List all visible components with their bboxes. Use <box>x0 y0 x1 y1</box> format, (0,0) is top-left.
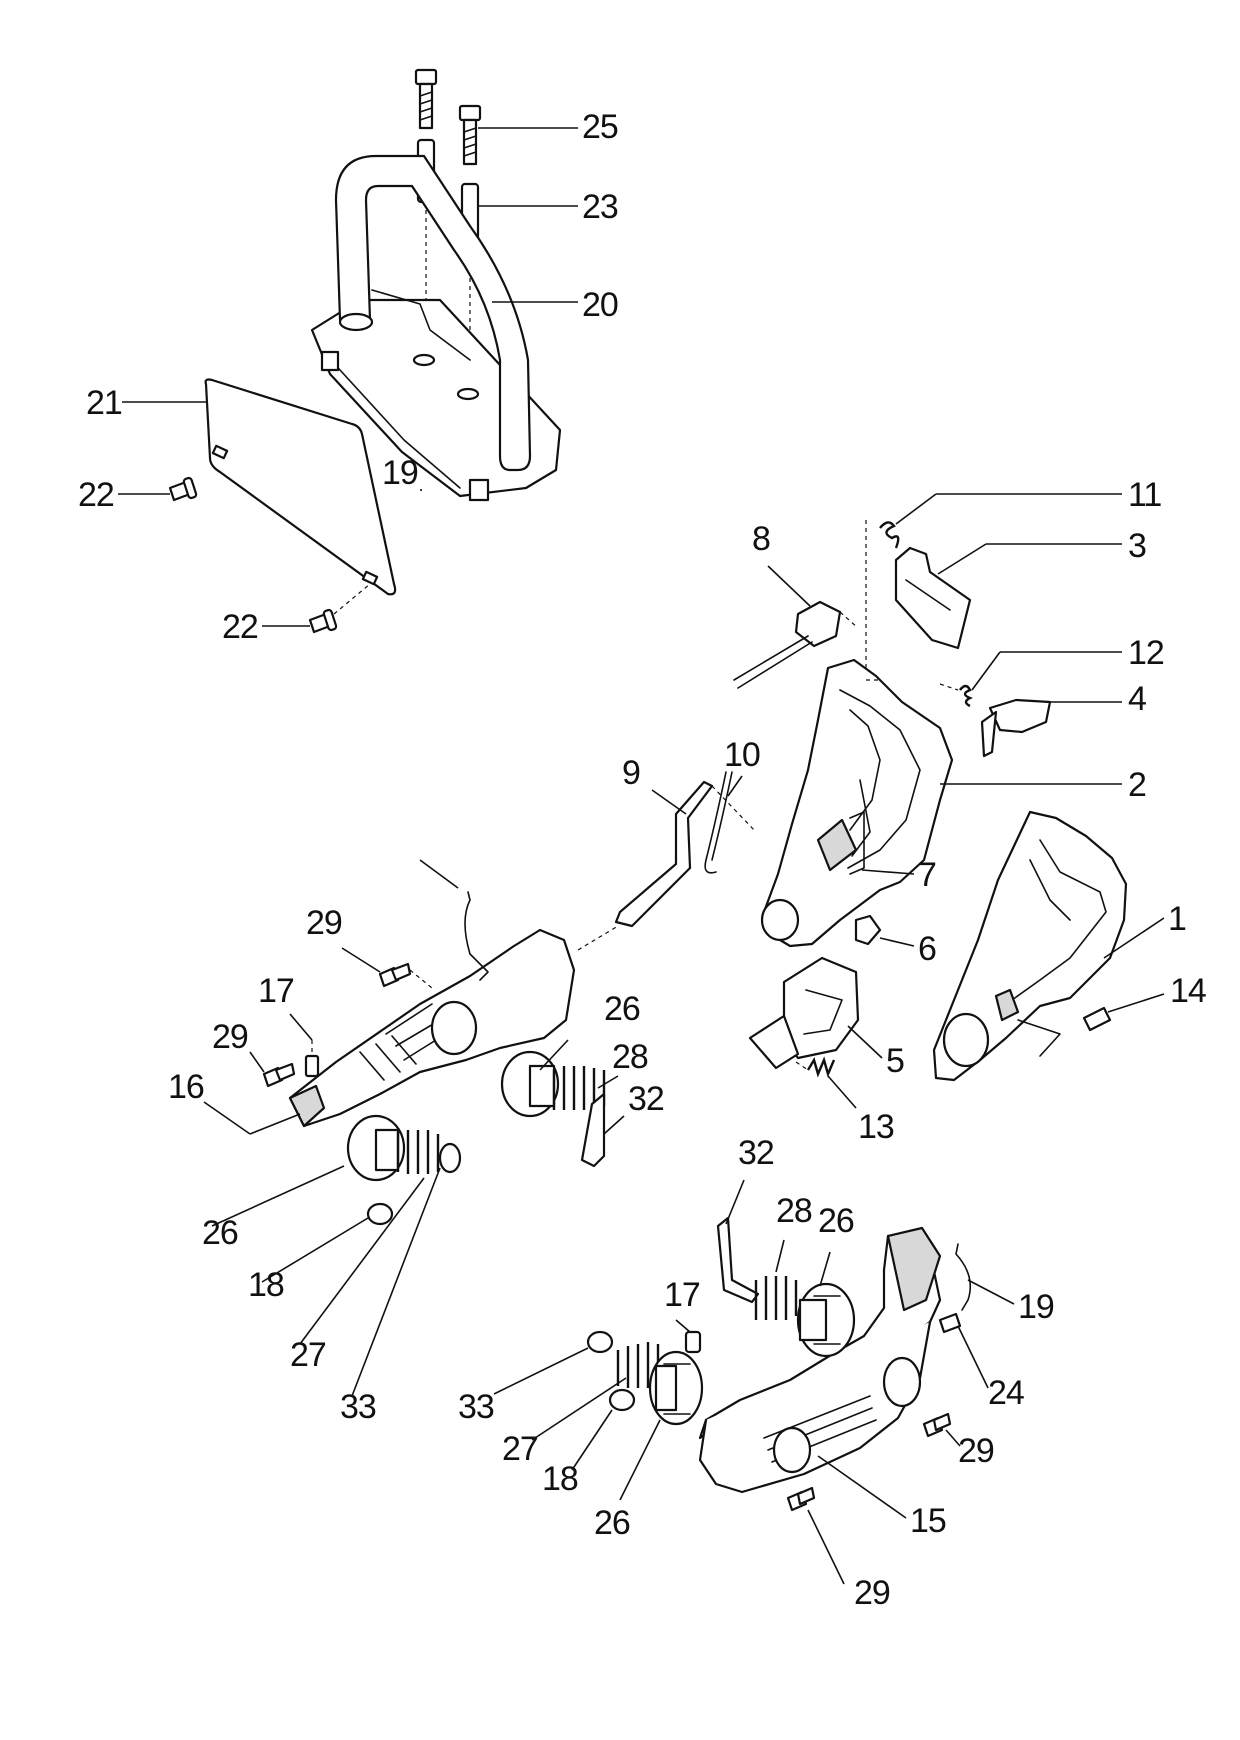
callout-28: 28 <box>776 1192 812 1230</box>
callout-11: 11 <box>1128 476 1161 514</box>
screw-29-left <box>249 1051 296 1088</box>
callout-8: 8 <box>752 520 770 558</box>
callout-27: 27 <box>502 1430 538 1468</box>
callout-20: 20 <box>582 286 618 324</box>
callout-24: 24 <box>988 1374 1024 1412</box>
callout-3: 3 <box>1128 527 1146 565</box>
callout-2: 2 <box>1128 766 1146 804</box>
callout-5: 5 <box>886 1042 904 1080</box>
callout-18: 18 <box>248 1266 284 1304</box>
callout-33: 33 <box>340 1388 376 1426</box>
nut-18-lower <box>571 1388 636 1471</box>
spring-12 <box>939 651 1122 708</box>
spring-13 <box>795 1056 857 1109</box>
pin-17-lower <box>675 1319 702 1354</box>
spring-27-left <box>299 1130 440 1345</box>
bracket-32-lower <box>716 1179 760 1304</box>
button-6 <box>854 914 915 947</box>
front-handle-bar <box>310 68 578 502</box>
callout-1: 1 <box>1168 900 1186 938</box>
callout-32: 32 <box>738 1134 774 1172</box>
callout-14: 14 <box>1170 972 1206 1010</box>
callout-19: 19 <box>382 454 418 492</box>
cover-plate-21 <box>122 378 397 596</box>
frame-16 <box>203 925 619 1135</box>
screw-29-lower-right <box>922 1412 961 1447</box>
callout-29: 29 <box>306 904 342 942</box>
handle-cover-1 <box>932 810 1165 1082</box>
callout-26: 26 <box>594 1504 630 1542</box>
switch-8 <box>733 565 859 689</box>
callout-25: 25 <box>582 108 618 146</box>
callout-32: 32 <box>628 1080 664 1118</box>
callout-22: 22 <box>222 608 258 646</box>
callout-19: 19 <box>1018 1288 1054 1326</box>
callout-labels: 25 23 20 21 22 22 11 3 8 12 4 9 10 2 19 7 1 29 6 14 17 26 29 28… <box>78 108 1207 1612</box>
bolt-25-right <box>458 104 482 166</box>
spring-28-lower <box>754 1239 798 1320</box>
nut-18-left <box>261 1202 394 1283</box>
callout-17: 17 <box>664 1276 700 1314</box>
throttle-trigger-4 <box>980 698 1122 758</box>
rod-10 <box>704 771 743 874</box>
callout-29: 29 <box>854 1574 890 1612</box>
trigger-5 <box>748 956 883 1070</box>
screw-22-lower <box>262 583 371 634</box>
spring-28-upper <box>552 1066 619 1110</box>
callout-17: 17 <box>258 972 294 1010</box>
callout-26: 26 <box>818 1202 854 1240</box>
clip-19-lower <box>955 1243 1015 1311</box>
screw-14 <box>1082 993 1165 1032</box>
callout-22: 22 <box>78 476 114 514</box>
throttle-rod-9 <box>614 780 757 928</box>
handle-housing-2 <box>760 658 1122 948</box>
callout-13: 13 <box>858 1108 894 1146</box>
callout-16: 16 <box>168 1068 204 1106</box>
callout-9: 9 <box>622 754 640 792</box>
washer-33-lower <box>493 1330 614 1395</box>
callout-26: 26 <box>604 990 640 1028</box>
callout-4: 4 <box>1128 680 1146 718</box>
damper-26-bottom <box>619 1350 704 1501</box>
screw-29-upper <box>341 947 433 989</box>
callout-7: 7 <box>918 856 936 894</box>
callout-23: 23 <box>582 188 618 226</box>
damper-26-upper <box>500 1039 569 1118</box>
spring-27-lower <box>531 1342 660 1441</box>
callout-12: 12 <box>1128 634 1164 672</box>
callout-29: 29 <box>958 1432 994 1470</box>
washer-33-left <box>351 1142 462 1397</box>
spring-11 <box>865 493 1122 680</box>
callout-26: 26 <box>202 1214 238 1252</box>
screw-24 <box>938 1312 989 1389</box>
callout-10: 10 <box>724 736 760 774</box>
screw-22-upper <box>118 476 198 502</box>
damper-26-lower-right <box>796 1251 856 1358</box>
clip-19-upper <box>419 489 489 981</box>
callout-18: 18 <box>542 1460 578 1498</box>
callout-15: 15 <box>910 1502 946 1540</box>
callout-27: 27 <box>290 1336 326 1374</box>
bracket-32-upper <box>580 1092 625 1168</box>
frame-15 <box>698 1226 942 1519</box>
callout-28: 28 <box>612 1038 648 1076</box>
callout-21: 21 <box>86 384 122 422</box>
callout-6: 6 <box>918 930 936 968</box>
pin-17-upper <box>289 1013 320 1078</box>
throttle-lock-3 <box>894 543 1122 650</box>
callout-29: 29 <box>212 1018 248 1056</box>
pin-7 <box>849 811 915 875</box>
bolt-25-left <box>414 68 438 130</box>
callout-33: 33 <box>458 1388 494 1426</box>
screw-29-bottom <box>786 1486 845 1585</box>
